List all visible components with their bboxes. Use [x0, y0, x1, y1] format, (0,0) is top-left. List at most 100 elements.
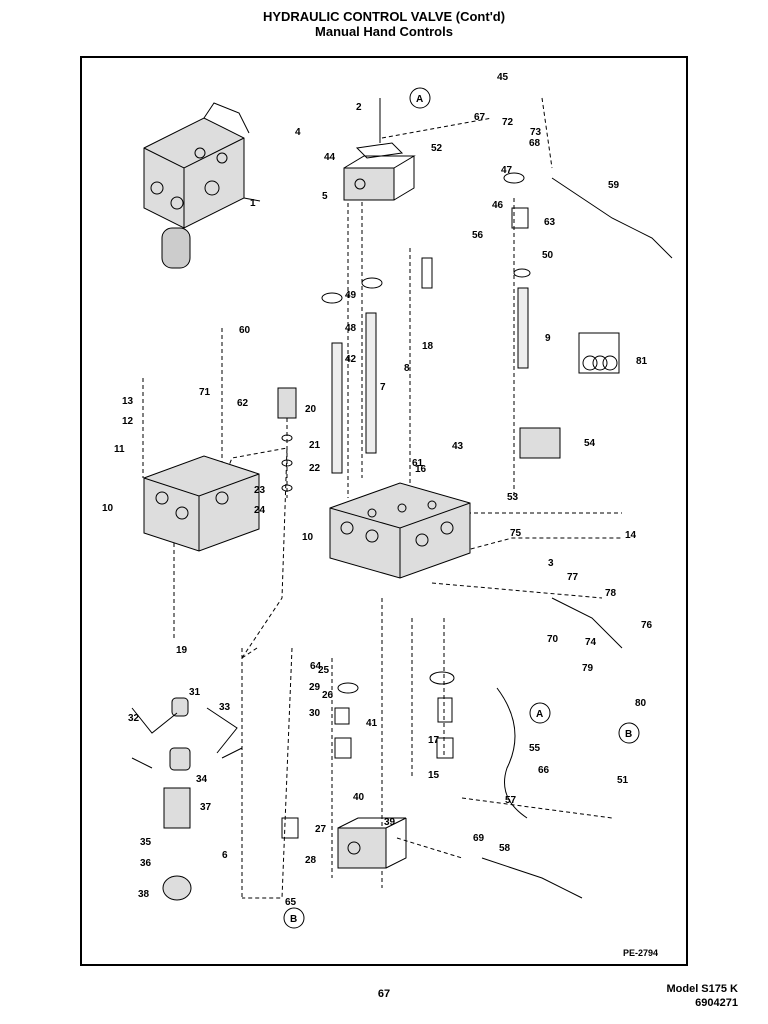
svg-text:8: 8 [404, 363, 410, 374]
svg-text:80: 80 [635, 698, 647, 709]
svg-text:2: 2 [356, 102, 362, 113]
svg-text:49: 49 [345, 290, 357, 301]
svg-text:75: 75 [510, 528, 522, 539]
svg-text:4: 4 [295, 127, 301, 138]
svg-text:63: 63 [544, 217, 556, 228]
svg-text:45: 45 [497, 72, 509, 83]
svg-text:21: 21 [309, 440, 321, 451]
svg-text:14: 14 [625, 530, 637, 541]
svg-text:13: 13 [122, 396, 134, 407]
ref-b-right: B [625, 729, 632, 740]
svg-text:20: 20 [305, 404, 317, 415]
left-valve-body [143, 455, 260, 552]
svg-text:7: 7 [380, 382, 386, 393]
svg-text:56: 56 [472, 230, 484, 241]
svg-text:16: 16 [415, 464, 427, 475]
svg-text:36: 36 [140, 858, 152, 869]
svg-text:39: 39 [384, 817, 396, 828]
o-rings [281, 172, 531, 694]
svg-text:61: 61 [412, 458, 424, 469]
svg-text:11: 11 [114, 444, 125, 455]
svg-text:44: 44 [324, 152, 336, 163]
svg-text:19: 19 [176, 645, 188, 656]
svg-text:47: 47 [501, 165, 513, 176]
svg-text:35: 35 [140, 837, 152, 848]
svg-text:9: 9 [545, 333, 551, 344]
svg-text:72: 72 [502, 117, 514, 128]
model-name: Model S175 K [666, 983, 738, 995]
svg-text:1: 1 [250, 198, 256, 209]
svg-text:77: 77 [567, 572, 579, 583]
assembled-valve-illustration [143, 102, 261, 269]
svg-text:71: 71 [199, 387, 211, 398]
svg-text:5: 5 [322, 191, 328, 202]
svg-text:68: 68 [529, 138, 541, 149]
svg-text:65: 65 [285, 897, 297, 908]
exploded-parts-diagram: 1 2 3 4 5 6 7 8 9 10 10 11 12 13 14 15 1… [80, 56, 688, 966]
svg-text:55: 55 [529, 743, 541, 754]
svg-text:50: 50 [542, 250, 554, 261]
svg-text:57: 57 [505, 795, 517, 806]
springs [281, 207, 529, 839]
svg-text:30: 30 [309, 708, 321, 719]
svg-text:24: 24 [254, 505, 266, 516]
svg-text:31: 31 [189, 687, 201, 698]
svg-text:46: 46 [492, 200, 504, 211]
svg-text:38: 38 [138, 889, 150, 900]
svg-text:54: 54 [584, 438, 596, 449]
svg-text:12: 12 [122, 416, 134, 427]
svg-text:37: 37 [200, 802, 212, 813]
svg-text:15: 15 [428, 770, 440, 781]
svg-text:51: 51 [617, 775, 629, 786]
svg-text:73: 73 [530, 127, 542, 138]
ref-a-bottom: A [536, 709, 543, 720]
svg-text:6: 6 [222, 850, 228, 861]
svg-text:41: 41 [366, 718, 378, 729]
svg-text:3: 3 [548, 558, 554, 569]
svg-text:74: 74 [585, 637, 597, 648]
svg-text:23: 23 [254, 485, 266, 496]
svg-text:58: 58 [499, 843, 511, 854]
page-title: HYDRAULIC CONTROL VALVE (Cont'd) [262, 9, 506, 24]
svg-text:33: 33 [219, 702, 231, 713]
main-valve-body [329, 482, 471, 579]
svg-text:22: 22 [309, 463, 321, 474]
doc-number: 6904271 [695, 997, 738, 1009]
svg-text:28: 28 [305, 855, 317, 866]
ref-b-bottom: B [290, 914, 297, 925]
svg-text:64: 64 [310, 661, 322, 672]
svg-text:32: 32 [128, 713, 140, 724]
svg-text:53: 53 [507, 492, 519, 503]
svg-text:48: 48 [345, 323, 357, 334]
svg-text:59: 59 [608, 180, 620, 191]
svg-text:29: 29 [309, 682, 321, 693]
svg-text:79: 79 [582, 663, 594, 674]
svg-text:25: 25 [318, 665, 330, 676]
svg-text:66: 66 [538, 765, 550, 776]
svg-text:70: 70 [547, 634, 559, 645]
svg-text:81: 81 [636, 356, 648, 367]
diagram-canvas: 1 2 3 4 5 6 7 8 9 10 10 11 12 13 14 15 1… [102, 72, 673, 958]
svg-text:17: 17 [428, 735, 440, 746]
svg-text:67: 67 [474, 112, 486, 123]
svg-text:42: 42 [345, 354, 357, 365]
svg-text:PE-2794: PE-2794 [623, 948, 658, 958]
svg-text:76: 76 [641, 620, 653, 631]
model-block: Model S175 K 6904271 [666, 982, 738, 1010]
svg-text:62: 62 [237, 398, 249, 409]
svg-text:34: 34 [196, 774, 208, 785]
svg-text:27: 27 [315, 824, 327, 835]
svg-text:40: 40 [353, 792, 365, 803]
seal-kit-icon [578, 332, 620, 374]
svg-text:60: 60 [239, 325, 251, 336]
svg-text:43: 43 [452, 441, 464, 452]
page-subtitle: Manual Hand Controls [315, 24, 453, 39]
page-number: 67 [377, 988, 391, 1000]
svg-text:10: 10 [102, 503, 114, 514]
svg-text:26: 26 [322, 690, 334, 701]
svg-text:78: 78 [605, 588, 617, 599]
svg-text:10: 10 [302, 532, 314, 543]
svg-text:69: 69 [473, 833, 485, 844]
svg-text:18: 18 [422, 341, 434, 352]
ref-a-top: A [416, 94, 423, 105]
